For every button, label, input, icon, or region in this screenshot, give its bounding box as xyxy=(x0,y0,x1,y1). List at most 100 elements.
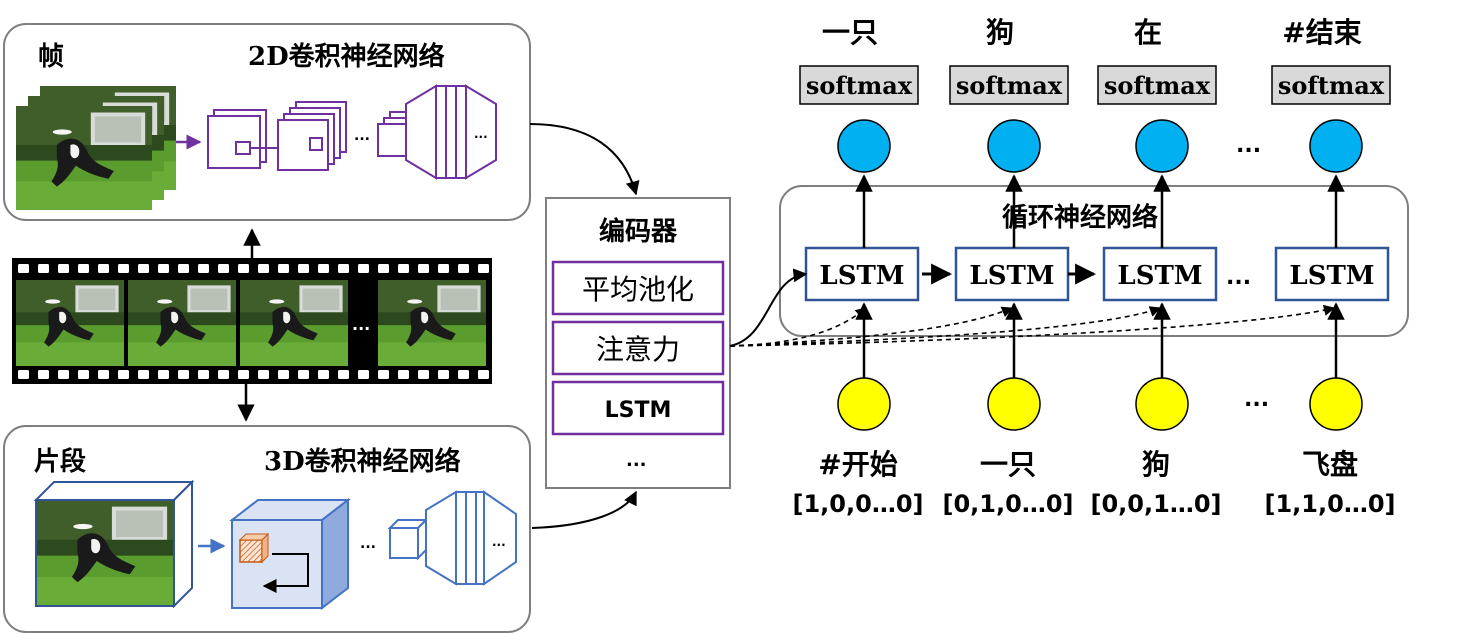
input-node xyxy=(987,377,1041,431)
input-vector: [0,0,1…0] xyxy=(1091,490,1222,518)
sprocket-hole xyxy=(238,264,249,273)
clip-panel: 片段 3D卷积神经网络 xyxy=(3,425,531,633)
sprocket-hole xyxy=(198,264,209,273)
clip-label: 片段 xyxy=(34,446,86,477)
lstm-cell xyxy=(804,246,920,302)
input-word: #开始 xyxy=(818,448,897,481)
encoder-item-avgpool xyxy=(551,260,725,316)
output-word: #结束 xyxy=(1282,16,1361,49)
sprocket-hole xyxy=(478,370,489,379)
softmax-label: softmax xyxy=(1104,71,1211,100)
sprocket-hole xyxy=(198,370,209,379)
cnn3d-inner-ellipsis: ... xyxy=(492,535,506,549)
film-sprockets-bottom xyxy=(18,370,489,379)
frame-panel: 帧 2D卷积神经网络 xyxy=(3,23,531,221)
film-frame-1 xyxy=(16,280,124,366)
output-row-ellipsis: ... xyxy=(1236,133,1261,158)
sprocket-hole xyxy=(158,370,169,379)
softmax-box xyxy=(949,65,1069,105)
sprocket-hole xyxy=(158,264,169,273)
input-node xyxy=(837,377,891,431)
film-frame-4 xyxy=(378,280,486,366)
sprocket-hole xyxy=(458,370,469,379)
sprocket-hole xyxy=(138,264,149,273)
encoder-item-attention-label: 注意力 xyxy=(596,333,680,366)
sprocket-hole xyxy=(238,370,249,379)
input-word: 狗 xyxy=(1142,448,1170,481)
film-frame-3 xyxy=(240,280,348,366)
input-vector: [0,1,0…0] xyxy=(943,490,1074,518)
encoder-ellipsis: ... xyxy=(626,450,647,471)
lstm-cell xyxy=(954,246,1070,302)
sprocket-hole xyxy=(318,264,329,273)
input-word: 飞盘 xyxy=(1302,448,1358,481)
sprocket-hole xyxy=(458,264,469,273)
sprocket-hole xyxy=(38,264,49,273)
input-node xyxy=(1135,377,1189,431)
sprocket-hole xyxy=(258,264,269,273)
rnn-decoder: 循环神经网络 一只softmaxLSTM#开始[1,0,0…0]狗softmax… xyxy=(729,16,1409,518)
output-word: 一只 xyxy=(822,16,878,49)
attention-to-lstm4 xyxy=(729,304,1336,347)
sprocket-hole xyxy=(178,370,189,379)
softmax-box xyxy=(1097,65,1217,105)
softmax-label: softmax xyxy=(956,71,1063,100)
lstm-cell-label: LSTM xyxy=(819,261,904,291)
sprocket-hole xyxy=(278,370,289,379)
sprocket-hole xyxy=(58,370,69,379)
sprocket-hole xyxy=(18,264,29,273)
lstm-cell-label: LSTM xyxy=(1289,261,1374,291)
input-vector: [1,1,0…0] xyxy=(1265,490,1396,518)
sprocket-hole xyxy=(218,264,229,273)
cnn3d-title: 3D卷积神经网络 xyxy=(264,446,461,477)
conv-kernel xyxy=(239,539,263,563)
cnn2d-layers xyxy=(207,84,497,180)
encoder-item-lstm xyxy=(551,380,725,436)
sprocket-hole xyxy=(398,370,409,379)
input-row-ellipsis: ... xyxy=(1244,387,1269,412)
attention-to-lstm2 xyxy=(729,306,1014,347)
lstm-cell-label: LSTM xyxy=(969,261,1054,291)
input-word: 一只 xyxy=(980,448,1036,481)
lstm-cell-label: LSTM xyxy=(1117,261,1202,291)
output-node xyxy=(1309,119,1363,173)
encoder: 编码器 平均池化 注意力 LSTM ... xyxy=(545,197,731,489)
cnn2d-title: 2D卷积神经网络 xyxy=(248,41,445,72)
rnn-box xyxy=(779,185,1409,337)
sprocket-hole xyxy=(178,264,189,273)
sprocket-hole xyxy=(118,264,129,273)
sprocket-hole xyxy=(278,264,289,273)
sprocket-hole xyxy=(118,370,129,379)
frame-stack xyxy=(16,85,177,210)
sprocket-hole xyxy=(358,370,369,379)
sprocket-hole xyxy=(18,370,29,379)
sprocket-hole xyxy=(38,370,49,379)
encoder-item-lstm-label: LSTM xyxy=(605,398,672,423)
sprocket-hole xyxy=(218,370,229,379)
sprocket-hole xyxy=(318,370,329,379)
output-node xyxy=(1135,119,1189,173)
sprocket-hole xyxy=(338,370,349,379)
encoder-to-lstm1-arrow xyxy=(729,268,808,347)
encoder-item-attention xyxy=(551,320,725,376)
lstm-cell xyxy=(1274,246,1390,302)
cnn2d-inner-ellipsis: ... xyxy=(474,127,488,141)
softmax-label: softmax xyxy=(1278,71,1385,100)
frame-to-encoder-arrow xyxy=(529,123,640,196)
film-strip: ... xyxy=(12,258,492,384)
sprocket-hole xyxy=(78,370,89,379)
sprocket-hole xyxy=(298,264,309,273)
sprocket-hole xyxy=(478,264,489,273)
clip-cube xyxy=(33,479,195,609)
rnn-title: 循环神经网络 xyxy=(1002,202,1158,233)
clip-to-encoder-arrow xyxy=(531,490,637,529)
sprocket-hole xyxy=(418,370,429,379)
softmax-box xyxy=(799,65,919,105)
sprocket-hole xyxy=(298,370,309,379)
encoder-item-avgpool-label: 平均池化 xyxy=(582,273,694,306)
sprocket-hole xyxy=(398,264,409,273)
